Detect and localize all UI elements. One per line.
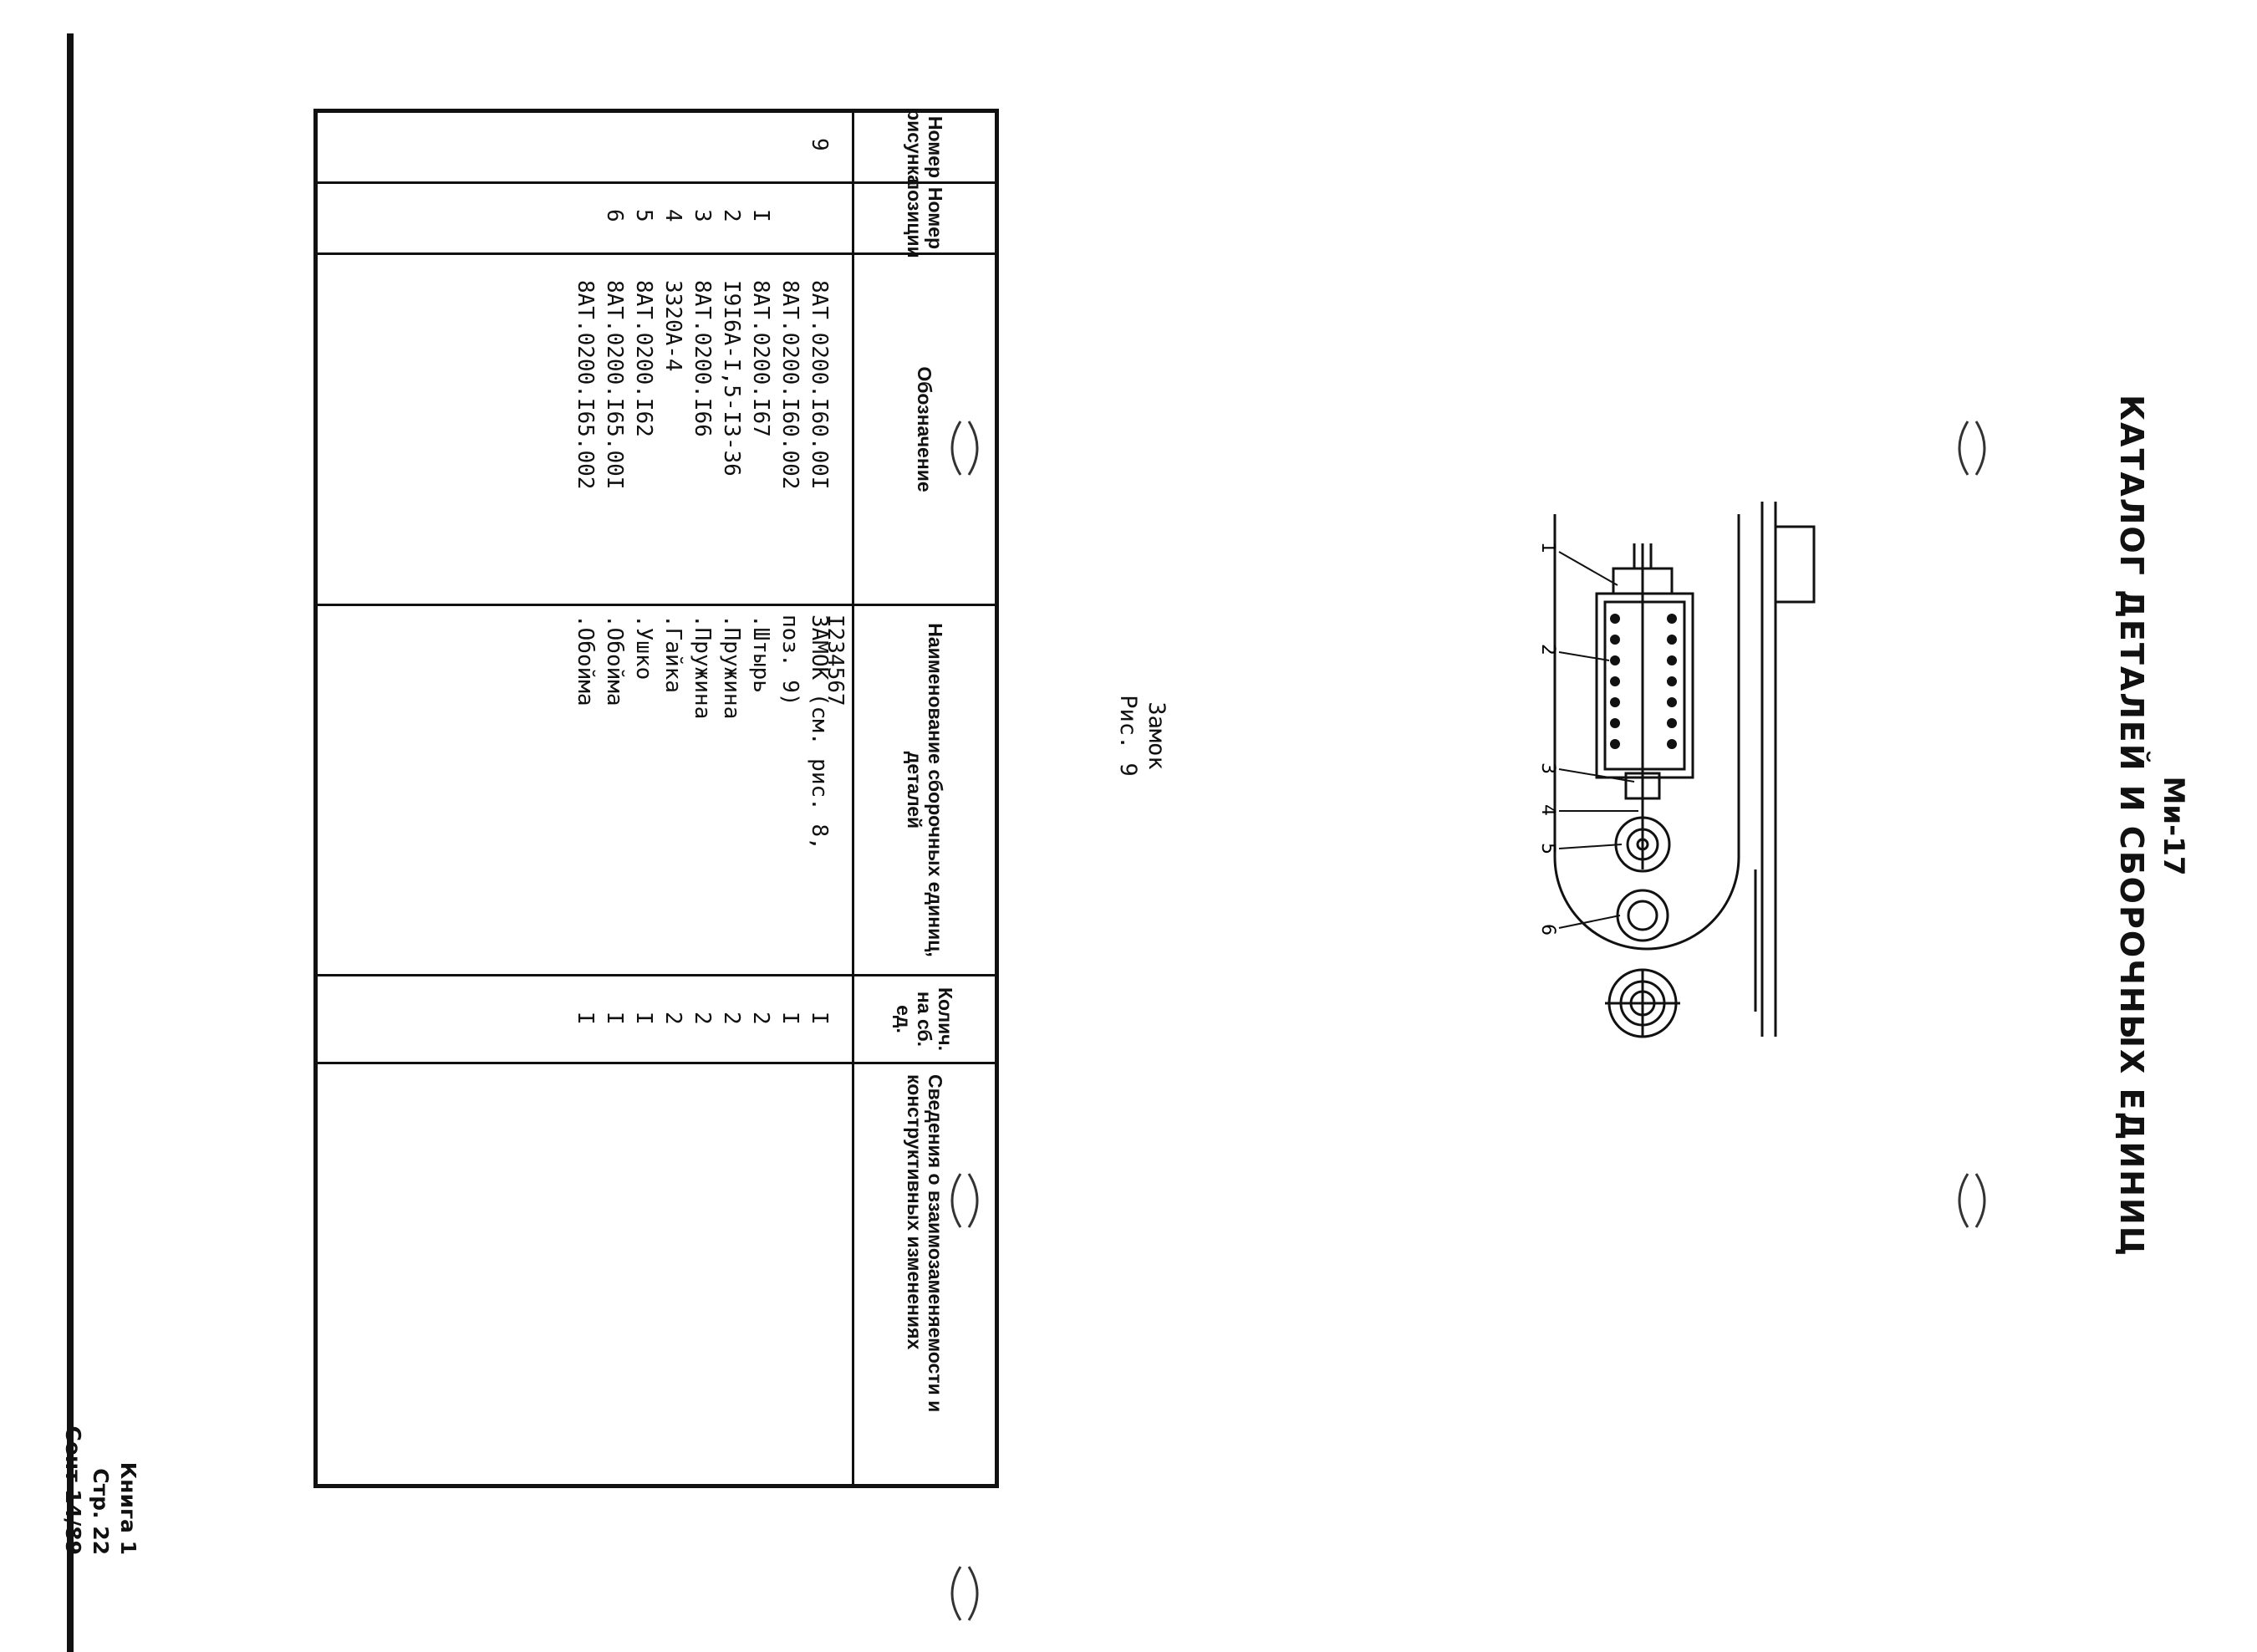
header-name: Наименование сборочных единиц, деталей [904,623,946,957]
lock-assembly-drawing: 1 2 3 4 5 6 [1537,493,1839,1062]
callout-3: 3 [1538,762,1558,774]
parts-table: Номер рисунка Номер позиции Обозначение … [313,109,999,1488]
row-position: 6 [602,209,627,222]
row-position: 5 [631,209,656,222]
row-name: .Обойма [573,614,598,706]
row-quantity: 2 [748,1012,773,1025]
footer-date: Сент 14/89 [61,1425,85,1555]
binding-line [67,33,74,1652]
row-designation: 8АТ.0200.I60.00I [807,280,832,490]
row-position: I [748,209,773,222]
row-designation: 3320А-4 [660,280,685,372]
row-name: ЗАМОК (см. рис. 8, [807,614,832,850]
row-designation: 8АТ.0200.I62 [631,280,656,437]
row-quantity: I [631,1012,656,1025]
figure-number-value: 9 [807,138,832,151]
row-quantity: 2 [719,1012,744,1025]
row-name: .Пружина [719,614,744,720]
callout-2: 2 [1538,644,1558,655]
row-designation: 8АТ.0200.I65.002 [573,280,598,490]
row-name: .Пружина [690,614,715,720]
callout-6: 6 [1538,924,1558,936]
row-name: .Штырь [748,614,773,693]
footer-book: Книга 1 [116,1461,140,1555]
row-name: .Ушко [631,614,656,681]
row-position: 2 [719,209,744,222]
row-name: .Гайка [660,614,685,693]
punch-hole [940,1170,989,1231]
row-designation: 8АТ.0200.I65.00I [602,280,627,490]
caption-name: Замок [1144,701,1169,770]
row-quantity: I [777,1012,802,1025]
row-name: .Обойма [602,614,627,706]
row-quantity: 2 [690,1012,715,1025]
punch-hole [940,1563,989,1624]
callout-4: 4 [1538,804,1558,816]
caption-number: Рис. 9 [1115,695,1141,777]
row-quantity: I [807,1012,832,1025]
callout-1: 1 [1538,542,1558,553]
header-interchange: Сведения о взаимозаменяемости и конструк… [904,1074,946,1413]
row-designation: 8АТ.0200.I60.002 [777,280,802,490]
row-name: поз. 9) [777,614,802,706]
footer-page: Стр. 22 [89,1468,113,1555]
row-designation: 8АТ.0200.I67 [748,280,773,437]
row-position: 4 [660,209,685,222]
header-position-number: Номер позиции [904,178,946,258]
punch-hole [940,418,989,478]
row-designation: 8АТ.0200.I66 [690,280,715,437]
page-title: КАТАЛОГ ДЕТАЛЕЙ И СБОРОЧНЫХ ЕДИНИЦ [2113,394,2150,1257]
header-figure-number: Номер рисунка [904,109,946,186]
figure-caption: Замок Рис. 9 [1113,652,1170,819]
page-model: Ми-17 [2157,776,2190,876]
row-quantity: I [573,1012,598,1025]
punch-hole [1948,1170,1996,1231]
header-quantity: Колич. на сб. ед. [893,987,957,1051]
row-quantity: 2 [660,1012,685,1025]
callout-5: 5 [1538,843,1558,854]
page-footer: Книга 1 Стр. 22 Сент 14/89 [59,1304,142,1555]
header-designation: Обозначение [914,366,936,492]
punch-hole [1948,418,1996,478]
row-position: 3 [690,209,715,222]
row-quantity: I [602,1012,627,1025]
row-designation: I9I6А-I,5-I3-36 [719,280,744,477]
